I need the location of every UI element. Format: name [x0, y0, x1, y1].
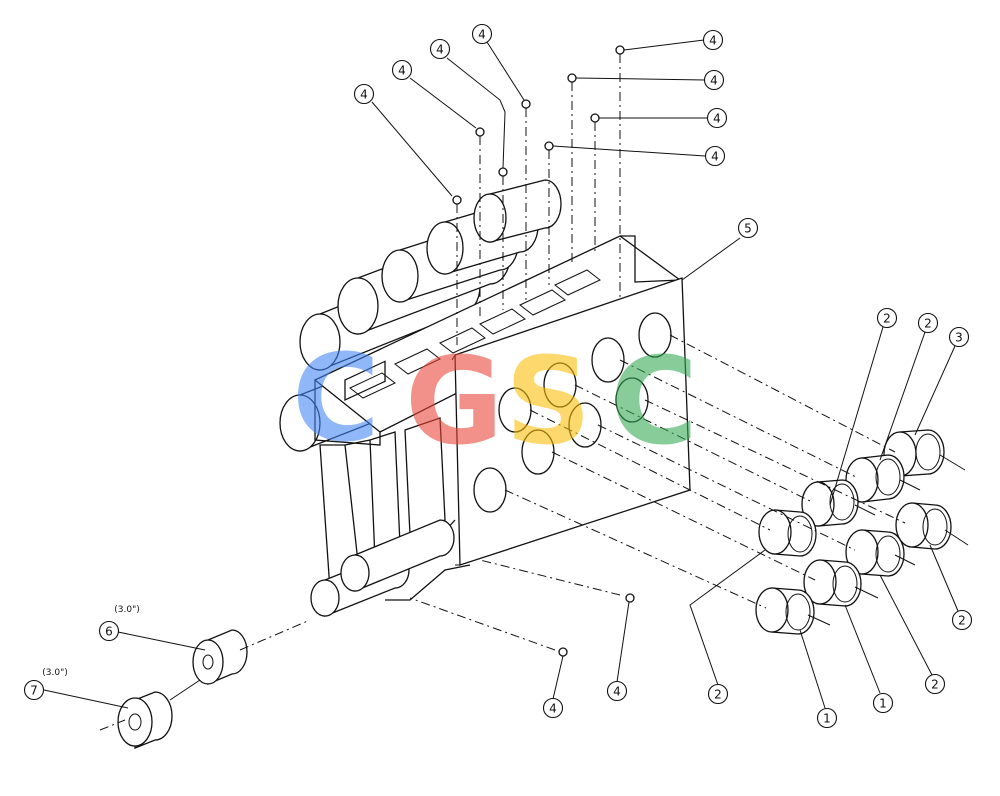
callout-label: 4 [713, 112, 721, 126]
callout-label: 2 [924, 317, 932, 331]
callout-label: 4 [436, 43, 444, 57]
callout-bubble-c4g: 4 [706, 107, 728, 129]
callout-label: 4 [398, 64, 406, 78]
callout-label: 2 [931, 678, 939, 692]
bolt-icon [475, 127, 485, 137]
sleeve-part-1 [755, 587, 815, 635]
callout-bubble-c2b: 2 [917, 312, 939, 334]
callout-bubble-c4k: 4 [606, 680, 628, 702]
plate-holes [473, 312, 672, 513]
callout-label: 1 [823, 712, 831, 726]
bracket-frame [313, 235, 682, 601]
assembly-center-lines [504, 334, 969, 626]
watermark-letter: S [505, 333, 591, 472]
fastener-bolts [409, 45, 635, 657]
callout-bubble-c2c: 2 [951, 609, 973, 631]
callout-bubble-c5: 5 [737, 217, 759, 239]
bolt-icon [498, 167, 508, 177]
callout-label: 4 [710, 74, 718, 88]
callout-bubble-c4f: 4 [703, 69, 725, 91]
watermark-letter: G [405, 333, 504, 472]
callout-label: 4 [478, 28, 486, 42]
callout-bubble-c1a: 1 [816, 707, 838, 729]
callout-bubble-c4j: 4 [542, 697, 564, 719]
sleeve-part-1 [803, 559, 862, 607]
callout-bubble-c4c: 4 [429, 38, 451, 60]
sleeve-part-2 [801, 479, 859, 527]
spacer-6 [192, 629, 248, 685]
bolt-icon [590, 113, 600, 123]
dimension-label-part-7: (3.0") [42, 668, 67, 678]
callout-bubble-c2a: 2 [876, 307, 898, 329]
callout-label: 4 [711, 150, 719, 164]
sleeve-part-2 [845, 529, 905, 577]
callout-bubble-c4b: 4 [391, 59, 413, 81]
bolt-icon [544, 141, 554, 151]
callout-bubble-c2e: 2 [707, 683, 729, 705]
callout-leaders [43, 39, 959, 709]
callout-label: 5 [744, 222, 752, 236]
sleeve-part-2 [758, 509, 817, 557]
bolt-icon [567, 73, 577, 83]
callout-label: 2 [958, 614, 966, 628]
callout-bubble-c2d: 2 [924, 673, 946, 695]
callout-label: 1 [879, 697, 887, 711]
callout-label: 4 [709, 34, 717, 48]
spacer-7 [117, 691, 173, 749]
back-tube [473, 179, 562, 243]
bolt-icon [521, 99, 531, 109]
support-web [404, 417, 446, 536]
callout-label: 4 [549, 702, 557, 716]
watermark-letter: C [610, 333, 698, 472]
callout-bubbles: 4 4 4 4 4 4 4 4 5 2 2 3 2 2 2 1 1 4 4 6 7 [23, 23, 973, 729]
sleeve-part-2 [895, 502, 952, 550]
watermark-letter: C [292, 330, 380, 469]
callout-label: 4 [360, 88, 368, 102]
callout-bubble-c1b: 1 [872, 692, 894, 714]
callout-label: 2 [714, 688, 722, 702]
callout-bubble-c7: 7 [23, 679, 45, 701]
callout-bubble-c4h: 4 [704, 145, 726, 167]
callout-label: 2 [883, 312, 891, 326]
callout-label: 4 [613, 685, 621, 699]
sleeve-row [755, 429, 952, 635]
shaft-assembly [310, 519, 455, 617]
dimension-label-part-6: (3.0") [114, 605, 139, 615]
front-plate [451, 277, 691, 566]
bolt-icon [615, 45, 625, 55]
bolt-icon [558, 647, 568, 657]
bolt-icon [452, 195, 462, 205]
callout-label: 3 [955, 331, 963, 345]
callout-label: 6 [105, 625, 113, 639]
callout-bubble-c6: 6 [98, 620, 120, 642]
bolt-icon [625, 593, 635, 603]
rail-slots [344, 269, 601, 401]
callout-bubble-c4d: 4 [471, 23, 493, 45]
callout-bubble-c4e: 4 [702, 29, 724, 51]
back-tube-row [279, 179, 562, 452]
callout-label: 7 [30, 684, 38, 698]
callout-bubble-c3: 3 [948, 326, 970, 348]
callout-bubble-c4a: 4 [353, 83, 375, 105]
